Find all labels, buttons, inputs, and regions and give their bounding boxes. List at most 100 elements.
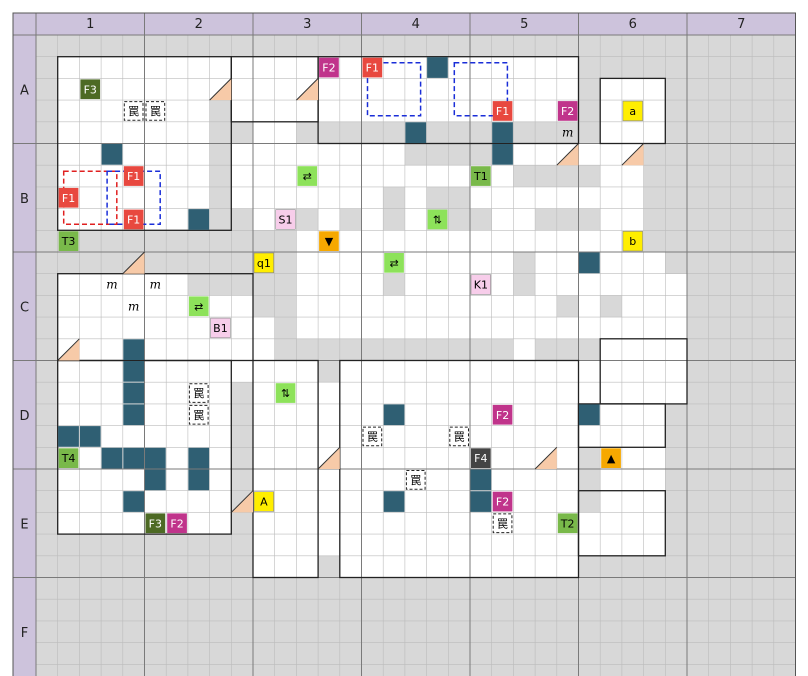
- marker-f1: F1: [362, 57, 383, 78]
- column-header-bar: [36, 13, 796, 35]
- blocked-tile: [470, 469, 492, 491]
- marker-arrow: ⇄: [297, 166, 318, 186]
- floor-area: [556, 317, 579, 339]
- marker-label: F2: [170, 517, 183, 530]
- marker-label: ▼: [325, 235, 334, 248]
- stairs-diagonal: [621, 143, 644, 166]
- marker-m: m: [562, 126, 573, 140]
- trap-box: [123, 101, 144, 121]
- trap-label: 罠: [497, 517, 508, 530]
- trap-label: 罠: [193, 387, 204, 400]
- blocked-tile: [492, 122, 513, 143]
- marker-f2: F2: [167, 513, 187, 534]
- trap-box: [405, 470, 426, 490]
- column-header-5: 5: [520, 17, 528, 32]
- marker-label: T1: [473, 170, 488, 183]
- monster-label: m: [562, 126, 573, 140]
- marker-yellow: q1: [253, 252, 275, 274]
- blocked-tile: [579, 404, 600, 426]
- marker-label: F2: [322, 62, 335, 75]
- blocked-tile: [383, 491, 405, 512]
- blocked-tile: [79, 426, 101, 447]
- marker-f3: F3: [145, 513, 166, 534]
- blocked-tile: [470, 491, 492, 512]
- marker-box: [253, 252, 275, 274]
- marker-pink: B1: [210, 317, 231, 339]
- marker-box: [319, 231, 339, 251]
- trap-label: 罠: [410, 474, 421, 487]
- marker-box: [167, 513, 187, 534]
- marker-trap: 罠: [188, 383, 209, 403]
- row-header-E: E: [20, 517, 28, 532]
- marker-m: m: [128, 299, 139, 313]
- monster-label: m: [150, 278, 161, 292]
- marker-label: ⇄: [303, 170, 312, 183]
- marker-arrow: ⇅: [275, 383, 296, 403]
- trap-box: [449, 426, 469, 447]
- row-header-bar: [13, 35, 36, 676]
- blocked-tile: [123, 361, 144, 382]
- marker-box: [210, 317, 231, 339]
- marker-box: [145, 513, 166, 534]
- marker-trap: 罠: [492, 513, 513, 534]
- stairs-diagonal: [534, 446, 558, 470]
- column-header-7: 7: [737, 17, 745, 32]
- marker-label: T4: [61, 452, 76, 465]
- marker-box: [492, 404, 513, 425]
- marker-f4: F4: [471, 448, 491, 468]
- blocked-tile: [123, 404, 144, 426]
- blocked-tile: [188, 209, 210, 230]
- patrol-loop: [366, 61, 422, 117]
- stairs-diagonal: [230, 490, 254, 513]
- marker-arrow: ⇅: [427, 209, 448, 230]
- marker-pink: K1: [470, 274, 492, 295]
- trap-box: [188, 383, 209, 403]
- floor-area: [513, 230, 622, 252]
- marker-label: F1: [127, 213, 140, 226]
- marker-box: [80, 79, 101, 100]
- marker-box: [275, 383, 296, 403]
- trap-box: [492, 513, 513, 534]
- marker-f2: F2: [492, 404, 513, 425]
- marker-label: q1: [257, 257, 271, 270]
- trap-label: 罠: [128, 105, 139, 118]
- marker-label: B1: [213, 322, 228, 335]
- marker-f1: F1: [492, 101, 513, 121]
- floor-area: [535, 252, 557, 318]
- marker-box: [427, 209, 448, 230]
- stairs-diagonal: [209, 78, 232, 101]
- marker-box: [275, 209, 296, 230]
- trap-label: 罠: [150, 105, 161, 118]
- marker-f2: F2: [319, 57, 339, 78]
- marker-label: b: [629, 235, 636, 248]
- column-header-4: 4: [412, 17, 420, 32]
- column-header-1: 1: [86, 17, 94, 32]
- blocked-tile: [145, 447, 166, 469]
- marker-label: F1: [496, 105, 509, 118]
- marker-label: S1: [279, 213, 293, 226]
- marker-f3: F3: [80, 79, 101, 100]
- marker-orange: ▲: [601, 448, 621, 468]
- marker-box: [123, 209, 144, 230]
- floor-area: [621, 252, 644, 318]
- marker-label: ▲: [607, 452, 616, 465]
- marker-box: [297, 166, 318, 186]
- marker-label: F1: [62, 192, 75, 205]
- marker-box: [470, 274, 492, 295]
- marker-label: F3: [84, 83, 97, 96]
- marker-f1: F1: [58, 187, 79, 208]
- floor-area: [231, 143, 253, 209]
- marker-label: K1: [474, 279, 488, 292]
- blocked-tile: [492, 144, 513, 165]
- marker-box: [471, 448, 491, 468]
- marker-pink: S1: [275, 209, 296, 230]
- blocked-tile: [188, 469, 210, 491]
- marker-yellow: b: [622, 231, 643, 252]
- marker-trap: 罠: [449, 426, 469, 447]
- blocked-tile: [145, 469, 166, 491]
- patrol-loop: [453, 61, 509, 117]
- marker-m: m: [150, 278, 161, 292]
- marker-box: [601, 448, 621, 468]
- stairs-diagonal: [296, 78, 319, 101]
- floor-area: [470, 186, 622, 209]
